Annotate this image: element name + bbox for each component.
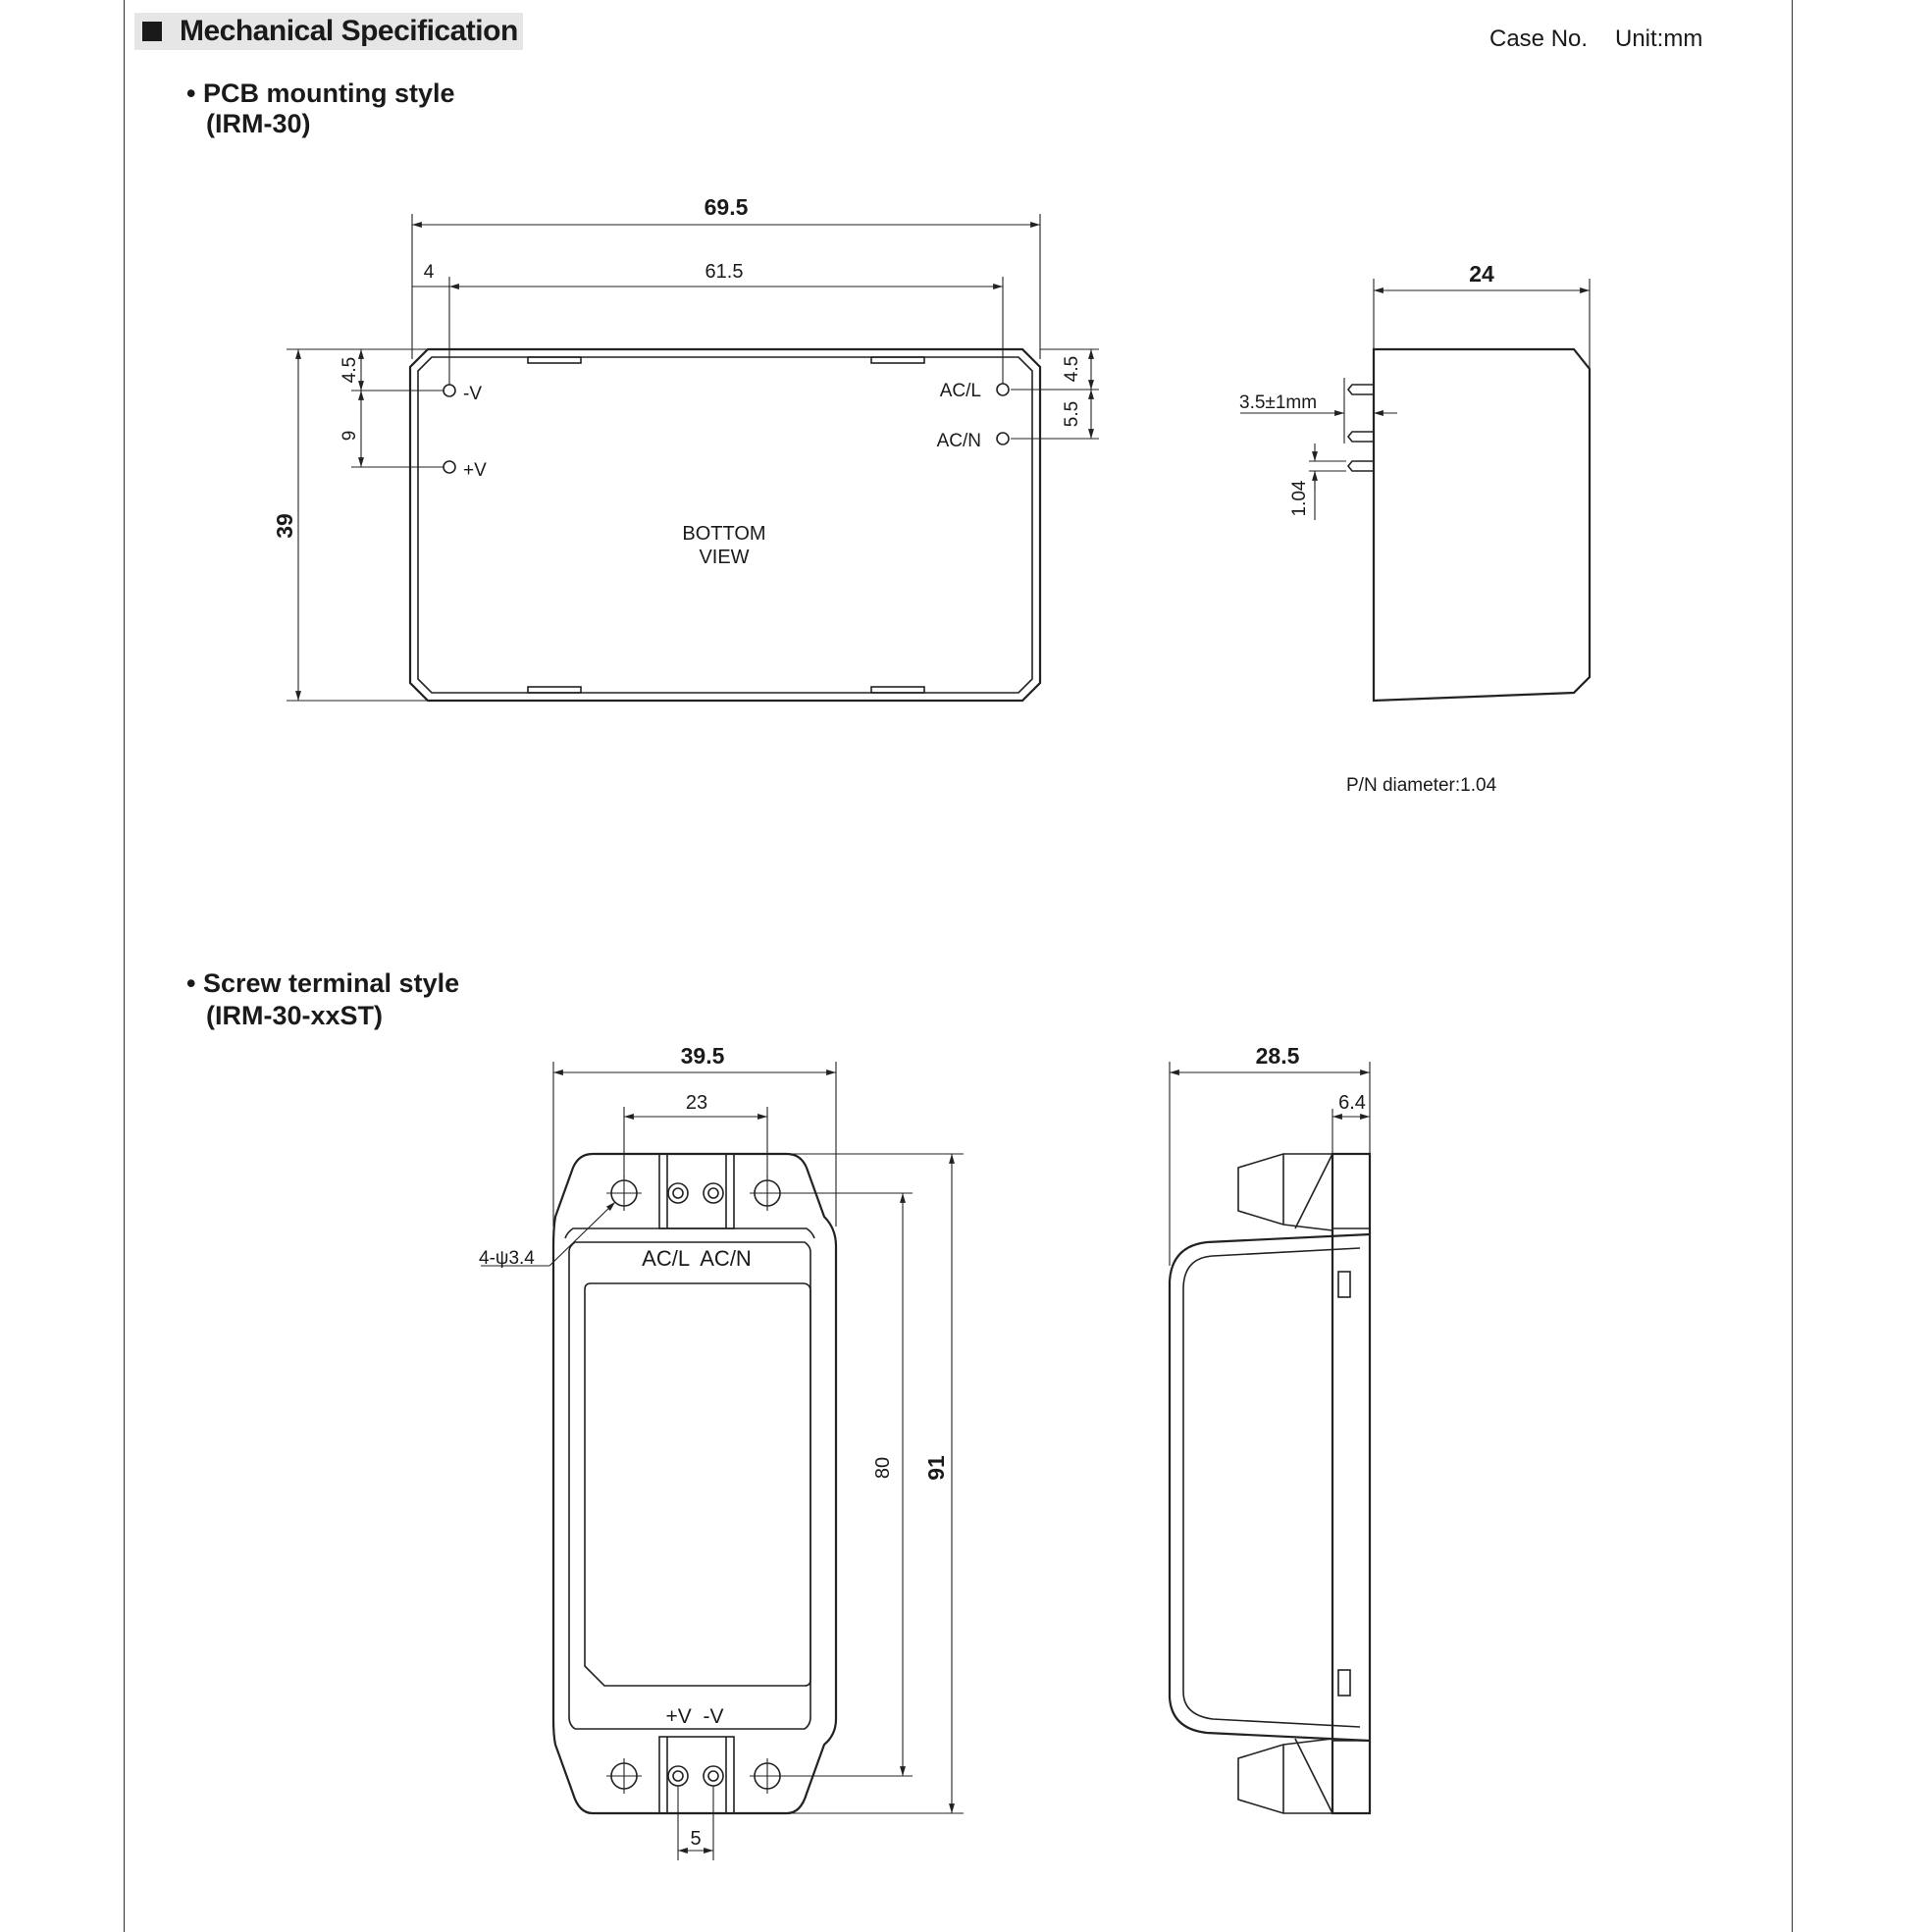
- unit-label: Unit:mm: [1615, 26, 1703, 52]
- mount-hole-callout: 4-ψ3.4: [479, 1248, 535, 1269]
- dim-screw-overall-width: 39.5: [681, 1043, 725, 1069]
- side-pin-2: [1346, 431, 1374, 443]
- dim-pin-diameter: 1.04: [1289, 480, 1310, 516]
- dim-terminal-pitch: 5: [690, 1828, 701, 1850]
- dim-pin-offset-top-left: 4.5: [339, 357, 360, 383]
- pcb-bottom-view: -V +V AC/L AC/N BOTTOM VIEW 69.5 61.5 4 …: [272, 194, 1099, 703]
- section-bullet-square: [142, 22, 162, 41]
- screw-side-terminal-bottom: [1237, 1738, 1333, 1814]
- pin-diameter-note: P/N diameter:1.04: [1346, 775, 1497, 796]
- screw-style-model: (IRM-30-xxST): [206, 1001, 384, 1030]
- section-title: Mechanical Specification: [180, 15, 518, 47]
- dim-pin-offset-left: 4: [424, 262, 435, 283]
- terminal-screw-ac-n: [703, 1182, 724, 1204]
- terminal-top: [658, 1153, 735, 1229]
- dim-pin-spacing-left: 9: [339, 431, 360, 442]
- terminal-bottom: [658, 1736, 735, 1814]
- screw-label-window: [584, 1282, 811, 1687]
- pcb-body-inner: [417, 356, 1033, 694]
- screw-style-title-text: Screw terminal style: [202, 968, 460, 998]
- screw-side-clip-bottom: [1337, 1669, 1351, 1697]
- side-body-outline: [1372, 347, 1592, 703]
- screw-body-inner: [568, 1241, 811, 1730]
- section-header: Mechanical Specification: [134, 13, 523, 50]
- terminal-screw-neg-v: [703, 1765, 724, 1787]
- pin-label-neg-v: -V: [463, 384, 482, 404]
- dim-screw-overall-height: 91: [923, 1455, 949, 1481]
- pcb-style-title-text: PCB mounting style: [202, 78, 455, 108]
- screw-side-inner: [1182, 1247, 1361, 1728]
- terminal-labels-top: AC/L AC/N: [642, 1246, 752, 1271]
- dim-pin-spacing-width: 61.5: [705, 261, 744, 283]
- pin-neg-v: [443, 384, 456, 397]
- bottom-view-label-1: BOTTOM: [682, 523, 765, 545]
- pcb-tab-top-left: [527, 356, 582, 364]
- terminal-screw-ac-l: [667, 1182, 689, 1204]
- bottom-view-label-2: VIEW: [699, 547, 749, 568]
- screw-side-clip-top: [1337, 1271, 1351, 1298]
- dim-overall-height: 39: [272, 513, 297, 539]
- case-no-label: Case No.: [1489, 26, 1589, 52]
- terminal-labels-bottom: +V -V: [666, 1705, 724, 1728]
- page-border-left: [124, 0, 125, 1932]
- pcb-tab-bottom-left: [527, 686, 582, 694]
- dim-overall-width: 69.5: [705, 194, 749, 220]
- screw-side-terminal-top: [1237, 1153, 1333, 1231]
- terminal-screw-pos-v: [667, 1765, 689, 1787]
- dim-pin-spacing-right: 5.5: [1062, 401, 1082, 427]
- side-pin-1: [1346, 384, 1374, 395]
- screw-style-title: • Screw terminal style: [186, 968, 460, 998]
- pcb-side-view: 24 3.5±1mm 1.04 P/N diameter:1.04: [1239, 261, 1592, 796]
- side-pin-3: [1346, 460, 1374, 472]
- screw-side-flange: [1331, 1152, 1372, 1815]
- pcb-body-outline: [408, 347, 1042, 703]
- screw-front-view: AC/L AC/N +V -V 4-ψ3.4 39.5 23 5 80 91: [479, 1043, 964, 1860]
- dim-pin-length: 3.5±1mm: [1239, 392, 1317, 413]
- pin-pos-v: [443, 460, 456, 474]
- pcb-tab-bottom-right: [870, 686, 925, 694]
- pin-ac-n: [996, 432, 1010, 445]
- screw-side-view: 28.5 6.4: [1168, 1043, 1372, 1815]
- pin-ac-l: [996, 383, 1010, 396]
- dim-screw-hole-spacing-width: 23: [686, 1092, 707, 1114]
- page-border-right: [1792, 0, 1793, 1932]
- pcb-style-model: (IRM-30): [206, 109, 311, 138]
- pcb-style-title: • PCB mounting style: [186, 78, 455, 108]
- dim-pin-offset-top-right: 4.5: [1062, 356, 1082, 382]
- pin-label-ac-n: AC/N: [937, 431, 981, 451]
- screw-body-flange-top: [564, 1227, 815, 1239]
- dim-screw-flange-depth: 6.4: [1338, 1092, 1366, 1114]
- pin-label-ac-l: AC/L: [940, 381, 981, 401]
- dim-screw-side-depth: 28.5: [1256, 1043, 1300, 1069]
- dim-side-depth: 24: [1469, 261, 1494, 287]
- screw-side-body: [1168, 1232, 1371, 1743]
- pcb-tab-top-right: [870, 356, 925, 364]
- pin-label-pos-v: +V: [463, 460, 487, 481]
- dim-screw-hole-spacing-height: 80: [872, 1457, 894, 1479]
